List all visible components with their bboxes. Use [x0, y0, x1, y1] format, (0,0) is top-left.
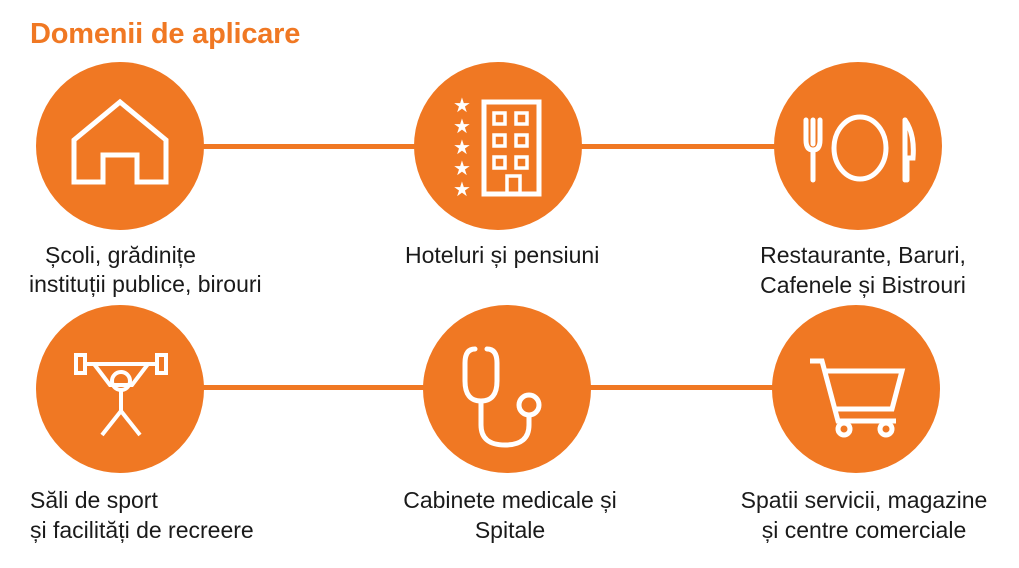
stethoscope-icon	[462, 346, 542, 448]
label-retail-line2: și centre comerciale	[761, 517, 967, 543]
label-medical-line1: Cabinete medicale și	[403, 487, 617, 513]
label-retail: Spatii servicii, magazine și centre come…	[726, 485, 1002, 545]
label-schools-line1: Școli, grădinițe	[45, 242, 196, 268]
weightlifter-icon	[74, 353, 168, 437]
circle-restaurants	[774, 62, 942, 230]
label-restaurants: Restaurante, Baruri, Cafenele și Bistrou…	[748, 240, 978, 300]
label-retail-line1: Spatii servicii, magazine	[740, 487, 988, 513]
svg-text:★: ★	[453, 177, 471, 201]
svg-text:★: ★	[453, 135, 471, 159]
house-icon	[71, 98, 169, 185]
circle-schools	[36, 62, 204, 230]
hotel-building-icon: ★ ★ ★ ★ ★	[453, 93, 542, 201]
circle-retail	[772, 305, 940, 473]
label-sports: Săli de sport și facilități de recreere	[30, 485, 254, 545]
label-restaurants-line1: Restaurante, Baruri,	[760, 242, 966, 268]
svg-text:★: ★	[453, 114, 471, 138]
circle-hotels: ★ ★ ★ ★ ★	[414, 62, 582, 230]
page-title: Domenii de aplicare	[30, 18, 301, 50]
label-sports-line1: Săli de sport	[30, 487, 158, 513]
circle-sports	[36, 305, 204, 473]
label-sports-line2: și facilități de recreere	[30, 517, 254, 543]
circle-medical	[423, 305, 591, 473]
cutlery-plate-icon	[803, 114, 916, 183]
label-restaurants-line2: Cafenele și Bistrouri	[760, 272, 966, 298]
label-schools: Școli, grădinițe	[42, 240, 196, 270]
svg-text:★: ★	[453, 156, 471, 180]
label-schools-2: instituții publice, birouri	[29, 269, 262, 299]
shopping-cart-icon	[810, 358, 906, 438]
svg-text:★: ★	[453, 93, 471, 117]
label-hotels: Hoteluri și pensiuni	[405, 240, 599, 270]
label-medical: Cabinete medicale și Spitale	[385, 485, 635, 545]
label-hotels-line1: Hoteluri și pensiuni	[405, 242, 600, 268]
label-schools-line2: instituții publice, birouri	[29, 271, 262, 297]
label-medical-line2: Spitale	[474, 517, 546, 543]
